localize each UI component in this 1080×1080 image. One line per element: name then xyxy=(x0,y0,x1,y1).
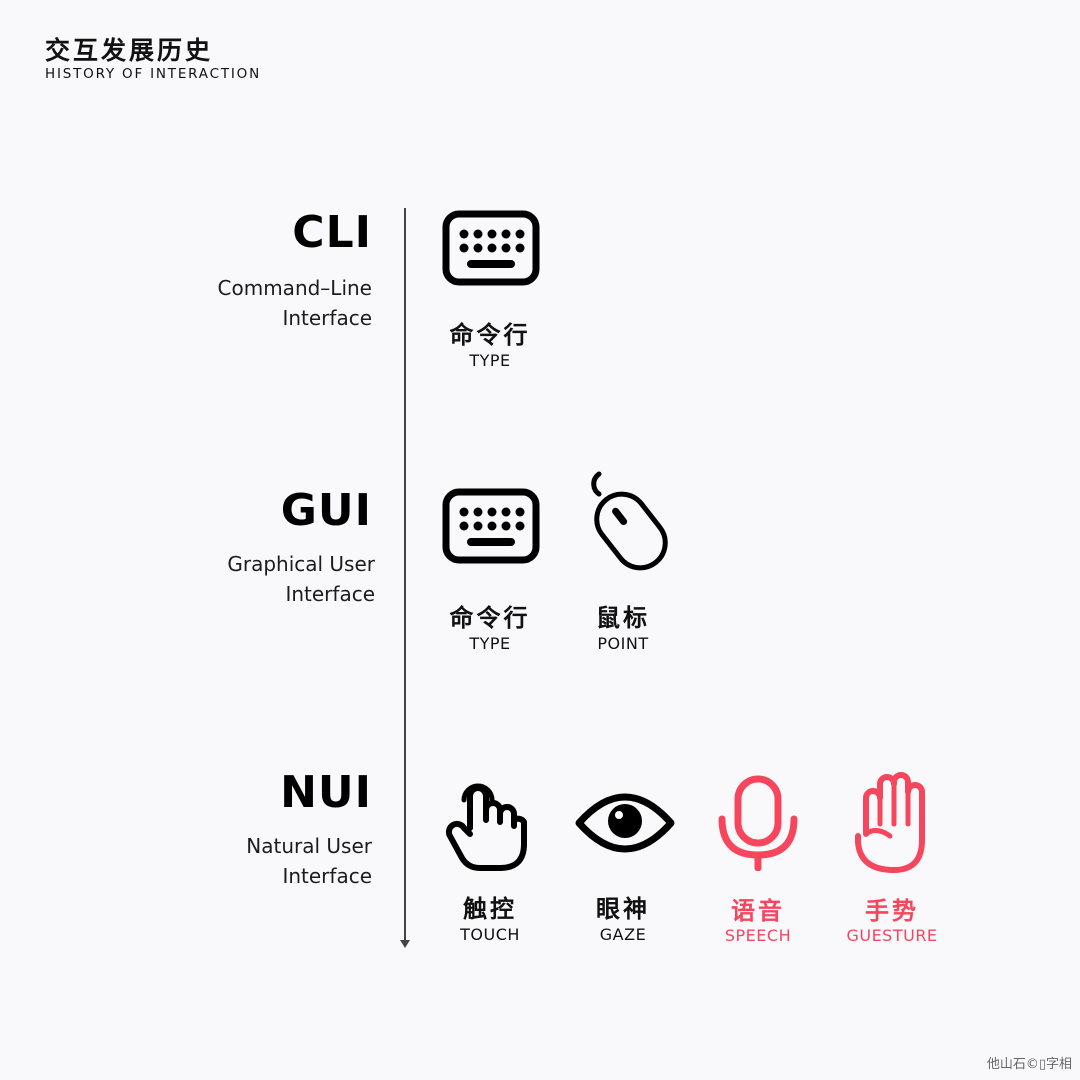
keyboard-icon xyxy=(442,210,540,286)
page-subtitle: HISTORY OF INTERACTION xyxy=(45,66,261,82)
watermark: 他山石©▯字相 xyxy=(986,1057,1072,1072)
era-gui-full-name: Graphical User Interface xyxy=(227,552,375,606)
timeline-line xyxy=(404,208,406,942)
eye-icon xyxy=(575,785,675,861)
era-cli-full-name: Command–Line Interface xyxy=(217,276,372,330)
era-gui-abbr: GUI xyxy=(280,485,372,536)
keyboard-icon xyxy=(442,488,540,564)
era-cli-abbr: CLI xyxy=(292,207,372,258)
era-nui-full-name: Natural User Interface xyxy=(246,834,372,888)
gui-type-label-cn: 命令行 xyxy=(449,604,531,632)
nui-speech-label-cn: 语音 xyxy=(731,897,785,925)
nui-gaze-label-cn: 眼神 xyxy=(596,895,650,923)
nui-touch-label-en: TOUCH xyxy=(460,925,520,944)
nui-gaze-label-en: GAZE xyxy=(599,925,647,944)
cli-type-label-cn: 命令行 xyxy=(449,321,531,349)
microphone-icon xyxy=(716,775,800,871)
raised-hand-icon xyxy=(852,770,932,874)
nui-touch-label-cn: 触控 xyxy=(463,895,517,923)
cli-type-label-en: TYPE xyxy=(469,351,511,370)
gui-point-label-en: POINT xyxy=(597,634,649,653)
nui-speech-label-en: SPEECH xyxy=(724,926,792,945)
gui-type-label-en: TYPE xyxy=(469,634,511,653)
mouse-icon xyxy=(585,470,677,575)
gui-point-label-cn: 鼠标 xyxy=(596,604,650,632)
pointing-hand-icon xyxy=(444,768,528,872)
timeline-arrow-icon xyxy=(400,940,410,948)
era-nui-abbr: NUI xyxy=(280,767,372,818)
nui-gesture-label-cn: 手势 xyxy=(865,897,919,925)
page-title: 交互发展历史 xyxy=(45,36,214,65)
nui-gesture-label-en: GUESTURE xyxy=(846,926,938,945)
